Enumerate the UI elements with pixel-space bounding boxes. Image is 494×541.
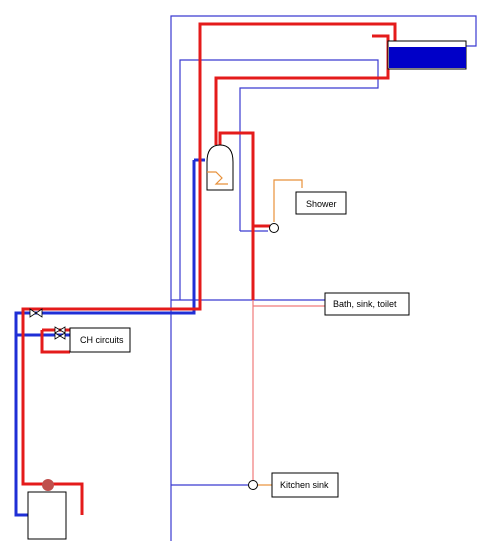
ch-valve-icon-2 — [54, 332, 66, 340]
label-ch-text: CH circuits — [80, 335, 124, 345]
cylinder-body — [206, 144, 234, 191]
main-valve-icon — [29, 308, 43, 318]
cold-main-riser — [170, 15, 477, 541]
ch-valve-icon-1 — [54, 326, 66, 334]
label-ch: CH circuits — [69, 327, 131, 353]
tank-water — [389, 47, 466, 68]
cold-water-mains — [170, 15, 477, 541]
label-kitchen-text: Kitchen sink — [280, 480, 329, 490]
cold-water-tank — [387, 40, 467, 70]
boiler-pump-dot — [42, 479, 54, 491]
hot-water-cylinder — [206, 144, 234, 191]
kitchen-tap — [248, 480, 258, 490]
cylinder-coil — [207, 171, 228, 185]
shower-pipe — [258, 179, 303, 486]
hot-expansion-loop — [214, 34, 390, 145]
cold-primary-loop — [14, 160, 196, 517]
hot-ch-return — [40, 330, 70, 354]
boiler-body — [27, 491, 67, 540]
cold-feed-upper — [239, 78, 379, 231]
hot-secondary-feeds — [252, 300, 325, 480]
hot-draw-off — [218, 131, 255, 300]
label-shower-text: Shower — [306, 199, 337, 209]
label-bath: Bath, sink, toilet — [324, 292, 410, 316]
boiler — [27, 479, 67, 540]
shower-mixer-valve — [269, 223, 279, 233]
hot-primary-circuit — [21, 22, 397, 515]
shower-riser — [273, 179, 303, 222]
label-bath-text: Bath, sink, toilet — [333, 299, 397, 309]
hot-flow-to-tank — [21, 22, 397, 515]
isolation-valves — [29, 308, 66, 340]
label-shower: Shower — [295, 191, 347, 215]
label-kitchen: Kitchen sink — [271, 472, 339, 498]
